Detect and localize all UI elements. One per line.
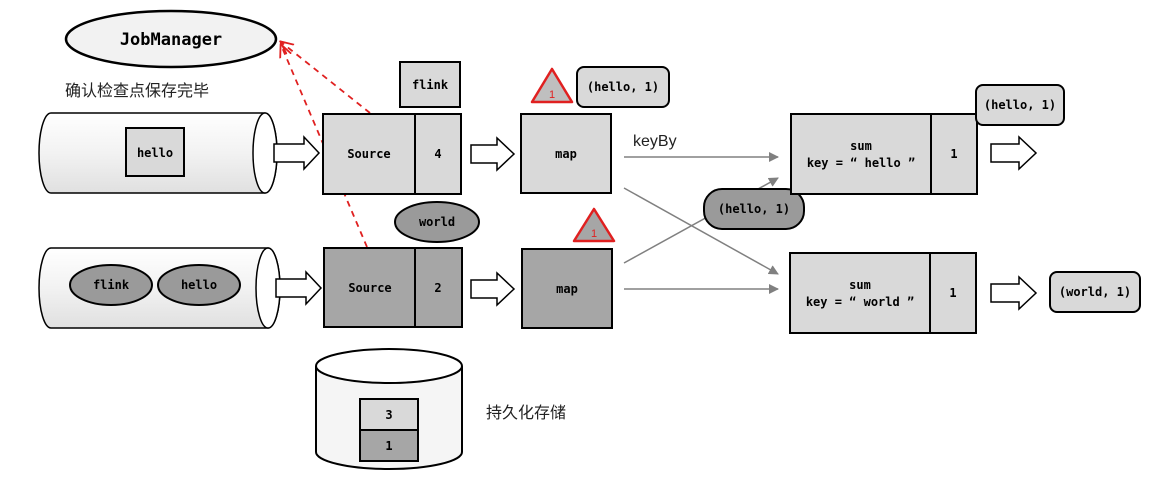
svg-text:1: 1	[549, 89, 555, 101]
svg-text:world: world	[419, 215, 455, 229]
map-label: map	[555, 147, 577, 161]
svg-text:flink: flink	[412, 78, 449, 92]
svg-text:(hello, 1): (hello, 1)	[587, 80, 659, 94]
source-offset: 2	[434, 281, 441, 295]
flow-block-arrows	[273, 135, 1038, 311]
map-label: map	[556, 282, 578, 296]
record-flink-above-source: flink	[399, 61, 461, 108]
sum-world-operator: sum key = “ world ” 1	[789, 252, 977, 334]
record-world-oval: world	[394, 201, 480, 243]
svg-text:(hello, 1): (hello, 1)	[718, 202, 790, 216]
queue-record-hello	[157, 264, 241, 306]
in-flight-record: (hello, 1)	[703, 188, 805, 230]
queue-record-label: hello	[137, 146, 173, 160]
svg-text:(hello, 1): (hello, 1)	[984, 98, 1056, 112]
queue-record-label: flink	[93, 278, 130, 292]
source-offset: 4	[434, 147, 441, 161]
keyby-label: keyBy	[633, 133, 677, 150]
ack-arrow-bottom-source	[281, 45, 368, 248]
bottom-map-operator: map	[521, 248, 613, 329]
svg-text:1: 1	[385, 439, 392, 453]
job-manager-label: JobManager	[120, 30, 222, 50]
top-source-operator: Source 4	[322, 113, 462, 195]
block-arrow-queue-to-source-bottom	[275, 270, 323, 306]
sum-key: key = “ hello ”	[807, 156, 915, 170]
sum-world-output-record: (world, 1)	[1049, 271, 1141, 313]
svg-text:1: 1	[591, 228, 597, 240]
svg-text:(world, 1): (world, 1)	[1059, 285, 1131, 299]
svg-text:3: 3	[385, 408, 392, 422]
queue-record-label: hello	[181, 278, 217, 292]
persistent-storage: 3 1	[315, 348, 463, 470]
block-arrow-source-to-map-top	[470, 136, 516, 172]
queue-record-hello	[125, 127, 185, 177]
checkpoint-done-label: 确认检查点保存完毕	[65, 81, 209, 100]
sum-state: 1	[950, 147, 957, 161]
block-arrow-source-to-map-bottom	[470, 271, 516, 307]
source-label: Source	[348, 281, 391, 295]
block-arrow-sum-hello-out	[990, 135, 1038, 171]
bottom-barrier-triangle: 1	[572, 207, 616, 243]
top-barrier-triangle: 1	[530, 67, 574, 104]
block-arrow-queue-to-source-top	[273, 135, 321, 171]
storage-entry	[359, 429, 419, 462]
sum-hello-output-record: (hello, 1)	[975, 84, 1065, 126]
bottom-input-queue: flink hello	[38, 247, 281, 329]
source-label: Source	[347, 147, 390, 161]
arrow-top-map-to-sum-world	[623, 187, 779, 275]
job-manager: JobManager	[64, 9, 278, 69]
persist-label: 持久化存储	[486, 403, 566, 422]
checkpoint-ack-arrows	[281, 42, 371, 248]
sum-state: 1	[949, 286, 956, 300]
block-arrow-sum-world-out	[990, 275, 1038, 311]
queue-record-flink	[69, 264, 153, 306]
top-map-emitted-record: (hello, 1)	[576, 66, 670, 108]
ack-arrow-top-source	[281, 42, 371, 114]
top-input-queue: hello	[38, 112, 278, 194]
top-map-operator: map	[520, 113, 612, 194]
sum-hello-operator: sum key = “ hello ” 1	[790, 113, 978, 195]
storage-entry	[359, 398, 419, 431]
bottom-source-operator: Source 2	[323, 247, 463, 328]
sum-key: key = “ world ”	[806, 295, 914, 309]
sum-title: sum	[849, 278, 871, 292]
sum-title: sum	[850, 139, 872, 153]
